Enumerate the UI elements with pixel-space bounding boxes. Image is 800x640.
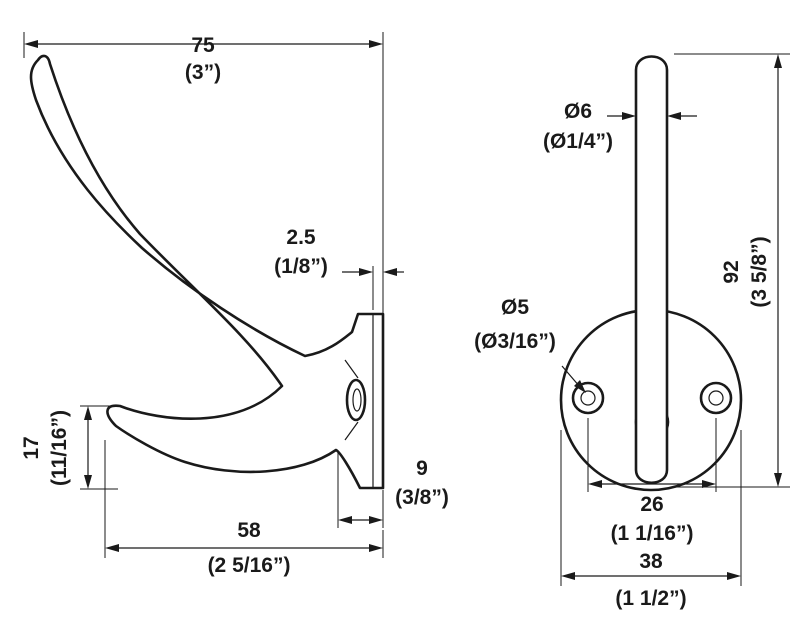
- plate-thickness-mm: 2.5: [286, 226, 316, 249]
- overall-width-mm: 75: [191, 34, 215, 57]
- screw-hole-diameter-mm: Ø5: [501, 296, 529, 319]
- plate-thickness-inch: (1/8”): [274, 255, 328, 278]
- screw-hole-right: [699, 381, 733, 415]
- overall-height-mm: 92: [720, 260, 743, 283]
- hole-spacing-inch: (1 1/16”): [611, 522, 694, 545]
- hole-spacing-mm: 26: [640, 493, 663, 516]
- lower-hook-projection-mm: 58: [237, 519, 261, 542]
- screw-hole-left: [571, 381, 605, 415]
- rod-diameter-inch: (Ø1/4”): [543, 130, 613, 153]
- side-view: 75 (3”) 2.5 (1/8”) 17 (11/16”) 9 (3/8”) …: [20, 32, 449, 577]
- overall-width-inch: (3”): [185, 61, 221, 84]
- rod-diameter-mm: Ø6: [564, 100, 592, 123]
- lower-hook-height-mm: 17: [20, 436, 43, 459]
- plate-depth-inch: (3/8”): [395, 486, 449, 509]
- front-view: Ø6 (Ø1/4”) Ø5 (Ø3/16”) 92 (3 5/8”) 26 (1…: [474, 53, 790, 610]
- plate-depth-mm: 9: [416, 457, 428, 480]
- hook-rod-front: [634, 55, 669, 484]
- plate-diameter-inch: (1 1/2”): [615, 587, 686, 610]
- screw-hole-side: [345, 378, 367, 422]
- hook-side-profile: [29, 54, 385, 490]
- overall-height-inch: (3 5/8”): [748, 236, 771, 307]
- plate-diameter-mm: 38: [639, 550, 663, 573]
- screw-hole-diameter-inch: (Ø3/16”): [474, 330, 556, 353]
- lower-hook-height-inch: (11/16”): [48, 410, 71, 486]
- lower-hook-projection-inch: (2 5/16”): [208, 554, 291, 577]
